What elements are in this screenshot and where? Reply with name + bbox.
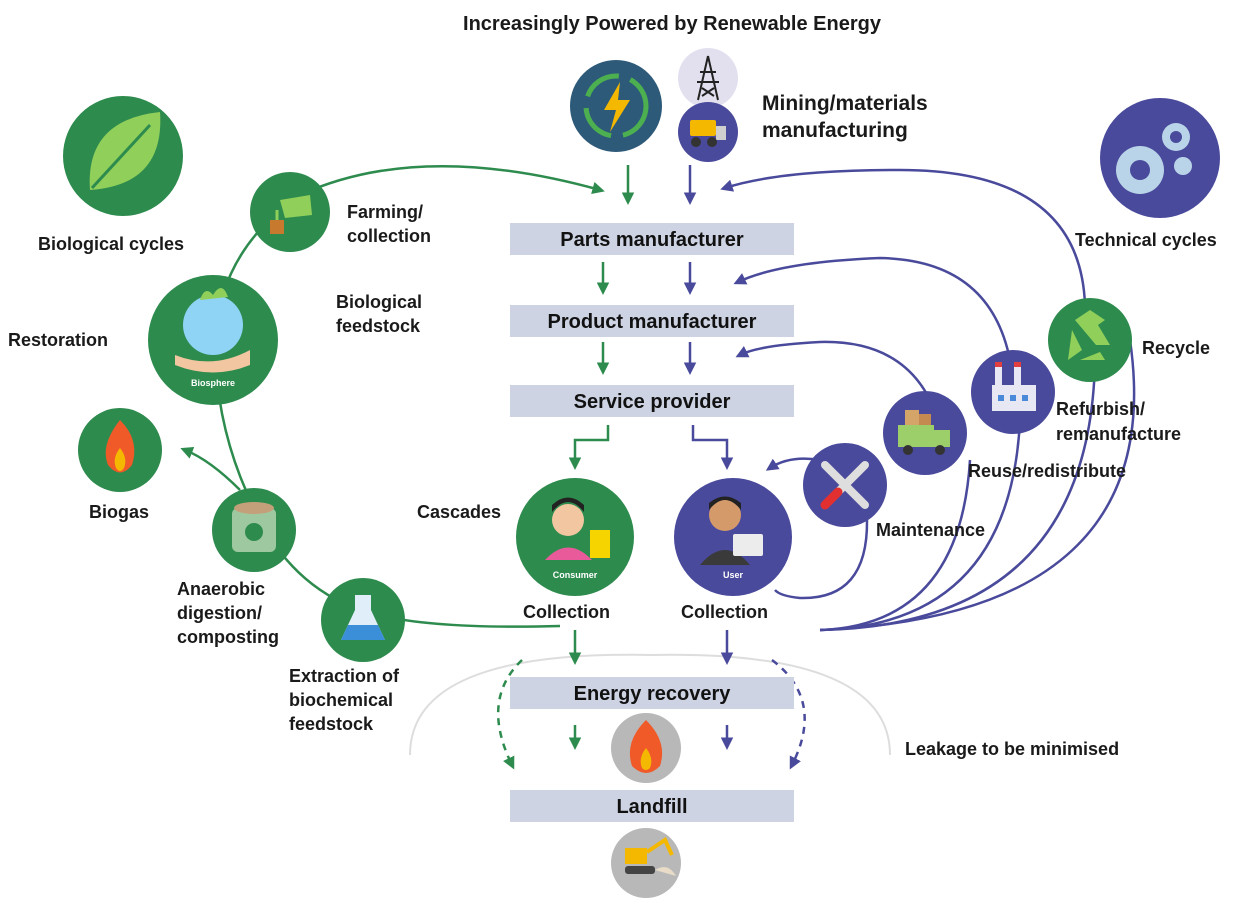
mining-label-line1: Mining/materials <box>762 92 928 115</box>
recycle-label: Recycle <box>1142 338 1210 358</box>
extraction-label-line2: biochemical <box>289 690 393 710</box>
landfill-label: Landfill <box>616 796 687 818</box>
recycle-icon <box>1048 298 1132 382</box>
biological-cycles-heading: Biological cycles <box>38 234 184 254</box>
product-manufacturer-label: Product manufacturer <box>548 311 757 333</box>
flask-icon <box>321 578 405 662</box>
flow-box-product: Product manufacturer <box>510 305 794 337</box>
user-icon: User <box>674 478 792 596</box>
flow-box-parts: Parts manufacturer <box>510 223 794 255</box>
anaerobic-label-line1: Anaerobic <box>177 579 265 599</box>
delivery-truck-icon <box>883 391 967 475</box>
biological-feedstock-line2: feedstock <box>336 316 421 336</box>
biological-collection-label: Collection <box>523 602 610 622</box>
technical-cycles-heading: Technical cycles <box>1075 230 1217 250</box>
biological-feedstock-line1: Biological <box>336 292 422 312</box>
restoration-label: Restoration <box>8 330 108 350</box>
technical-collection-label: Collection <box>681 602 768 622</box>
leakage-arc <box>409 653 891 756</box>
farming-label-line2: collection <box>347 226 431 246</box>
refurbish-label-line2: remanufacture <box>1056 424 1181 444</box>
bulldozer-icon <box>678 102 738 162</box>
extraction-label-line1: Extraction of <box>289 666 400 686</box>
factory-icon <box>971 350 1055 434</box>
biogas-label: Biogas <box>89 502 149 522</box>
gears-icon <box>1100 98 1220 218</box>
renewable-energy-icon <box>570 60 662 152</box>
leaf-icon <box>63 96 183 216</box>
diagram-title: Increasingly Powered by Renewable Energy <box>463 13 882 35</box>
extraction-label-line3: feedstock <box>289 714 374 734</box>
anaerobic-label-line2: digestion/ <box>177 603 262 623</box>
power-pylon-icon <box>678 48 738 108</box>
leakage-label: Leakage to be minimised <box>905 739 1119 759</box>
compost-bag-icon <box>212 488 296 572</box>
consumer-icon: Consumer <box>516 478 634 596</box>
maintenance-label: Maintenance <box>876 520 985 540</box>
refurbish-label-line1: Refurbish/ <box>1056 399 1145 419</box>
user-label: User <box>723 570 744 580</box>
flow-box-landfill: Landfill <box>510 790 794 822</box>
technical-flow-lines <box>683 165 1136 770</box>
landfill-excavator-icon <box>611 828 681 898</box>
parts-manufacturer-label: Parts manufacturer <box>560 229 744 251</box>
mining-label-line2: manufacturing <box>762 119 908 142</box>
biosphere-icon: Biosphere <box>148 275 278 405</box>
cascades-label: Cascades <box>417 502 501 522</box>
flow-box-service: Service provider <box>510 385 794 417</box>
watering-can-icon <box>250 172 330 252</box>
reuse-label: Reuse/redistribute <box>968 461 1126 481</box>
tools-icon <box>803 443 887 527</box>
anaerobic-label-line3: composting <box>177 627 279 647</box>
energy-recovery-label: Energy recovery <box>574 683 732 705</box>
farming-label-line1: Farming/ <box>347 202 423 222</box>
energy-recovery-fire-icon <box>611 713 681 783</box>
flow-box-energy: Energy recovery <box>510 677 794 709</box>
biosphere-label: Biosphere <box>191 378 235 388</box>
service-provider-label: Service provider <box>574 391 731 413</box>
biogas-fire-icon <box>78 408 162 492</box>
consumer-label: Consumer <box>553 570 598 580</box>
